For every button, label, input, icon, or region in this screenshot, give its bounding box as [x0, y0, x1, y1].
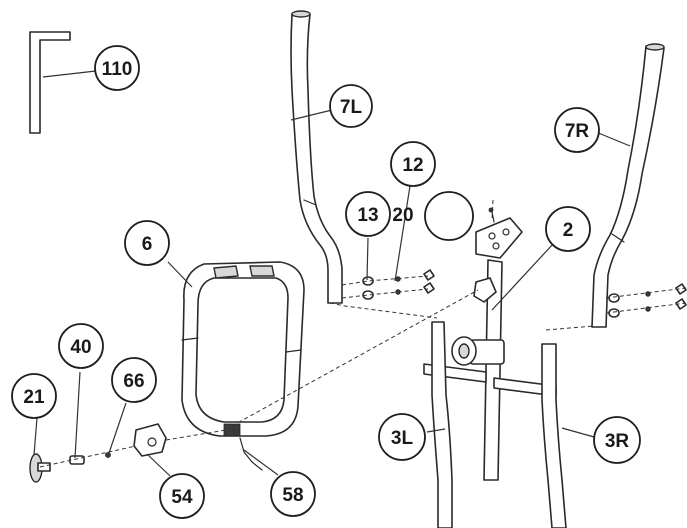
- callout-label-110: 110: [102, 59, 133, 80]
- assembly-guide-lines: [39, 199, 687, 468]
- callout-label-3R: 3R: [605, 431, 630, 452]
- callout-label-66: 66: [123, 371, 144, 392]
- callout-label-13: 13: [357, 205, 378, 226]
- callout-40: 40: [58, 323, 104, 369]
- callout-blank: [424, 191, 474, 241]
- callout-label-7R: 7R: [565, 121, 590, 142]
- knob-21: [29, 453, 51, 483]
- callout-3L: 3L: [378, 413, 426, 461]
- callout-6: 6: [124, 220, 170, 266]
- callout-label-7L: 7L: [340, 97, 363, 118]
- callout-58: 58: [270, 471, 316, 517]
- callout-label-12: 12: [402, 155, 423, 176]
- lower-arm-3L: [431, 321, 453, 528]
- callout-label-58: 58: [282, 485, 303, 506]
- callout-21: 21: [11, 373, 57, 419]
- washer-66: [105, 452, 111, 458]
- leader-lines: [33, 70, 631, 477]
- callout-54: 54: [159, 473, 205, 519]
- callout-2: 2: [545, 206, 591, 252]
- right-bolt-set: [608, 283, 687, 318]
- allen-wrench: [29, 31, 71, 134]
- callout-label-21: 21: [23, 387, 45, 408]
- callout-3R: 3R: [593, 416, 641, 464]
- callout-110: 110: [94, 45, 140, 91]
- callout-label-20: 20: [392, 205, 413, 226]
- callout-66: 66: [111, 357, 157, 403]
- callout-7R: 7R: [554, 107, 600, 153]
- callout-7L: 7L: [329, 84, 373, 128]
- center-mast-2: [451, 207, 523, 481]
- left-handlebar-7L: [290, 10, 343, 304]
- clamp-54: [133, 423, 167, 457]
- right-handlebar-7R: [591, 43, 665, 328]
- spacer-40: [69, 455, 85, 465]
- callout-12: 12: [390, 141, 436, 187]
- callout-label-3L: 3L: [391, 428, 414, 449]
- callout-label-54: 54: [171, 487, 193, 508]
- left-bolt-set: [362, 269, 435, 300]
- callout-20: 20: [392, 205, 413, 226]
- callout-13: 13: [345, 191, 391, 237]
- callout-label-6: 6: [142, 234, 153, 255]
- callout-label-40: 40: [70, 337, 91, 358]
- callout-label-2: 2: [563, 220, 574, 241]
- handle-frame-6: [181, 261, 305, 471]
- lower-arm-3R: [541, 343, 567, 528]
